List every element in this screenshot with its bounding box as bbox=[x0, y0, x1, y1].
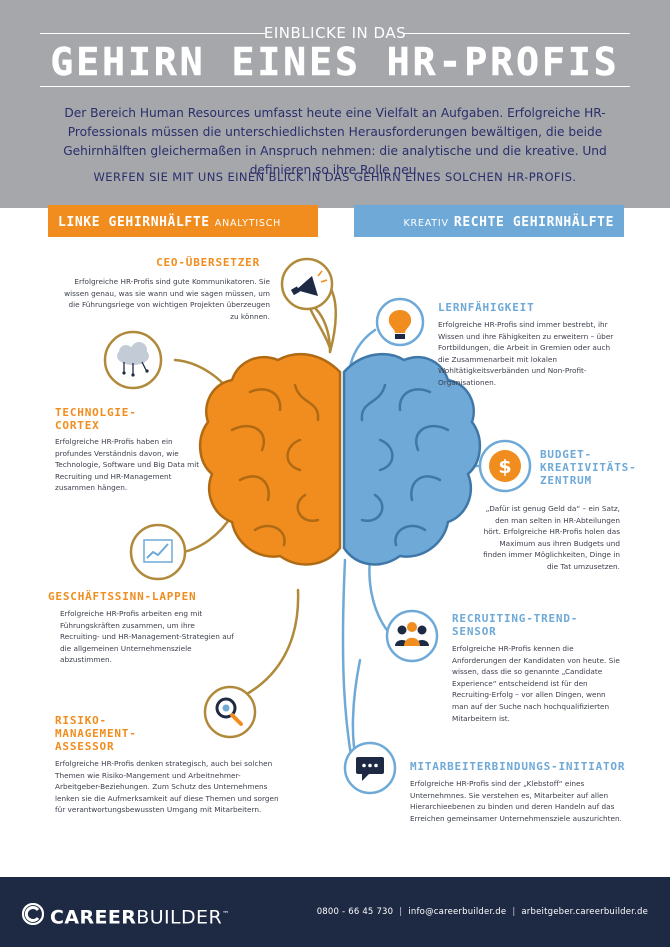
page-title: GEHIRN EINES HR-PROFIS bbox=[50, 40, 620, 85]
section-text-business: Erfolgreiche HR-Profis arbeiten eng mit … bbox=[60, 609, 234, 665]
left-hemisphere-banner: LINKE GEHIRNHÄLFTE ANALYTISCH bbox=[48, 205, 318, 237]
footer-separator: | bbox=[399, 907, 403, 917]
pre-title: EINBLICKE IN DAS bbox=[263, 24, 407, 42]
footer-bar: CAREERBUILDER™ 0800 - 66 45 730 | info@car… bbox=[0, 877, 670, 947]
connector-retention bbox=[341, 558, 354, 764]
section-text-risk: Erfolgreiche HR-Profis denken strategisc… bbox=[55, 759, 279, 815]
svg-text:$: $ bbox=[498, 456, 511, 478]
connector-risk bbox=[233, 588, 300, 702]
careerbuilder-logo[interactable]: CAREERBUILDER™ bbox=[50, 903, 229, 928]
section-text-recruiting: Erfolgreiche HR-Profis kennen die Anford… bbox=[452, 644, 620, 723]
right-hemisphere-banner: KREATIV RECHTE GEHIRNHÄLFTE bbox=[354, 205, 624, 237]
logo-light: BUILDER bbox=[136, 906, 223, 929]
megaphone-icon bbox=[280, 257, 334, 311]
left-hemisphere bbox=[199, 352, 342, 566]
people-group-icon bbox=[385, 609, 439, 663]
growth-chart-icon bbox=[129, 523, 187, 581]
brain-illustration: $ bbox=[103, 257, 532, 795]
section-title-recruiting: RECRUITING-TREND- SENSOR bbox=[452, 612, 642, 638]
section-title-tech-line1: TECHNOLGIE- bbox=[55, 406, 137, 419]
header-rule-bottom bbox=[40, 86, 630, 87]
footer-separator: | bbox=[512, 907, 516, 917]
section-title-recruiting-line1: RECRUITING-TREND- bbox=[452, 612, 579, 625]
header-rule-right bbox=[404, 33, 630, 34]
intro-text: Der Bereich Human Resources umfasst heut… bbox=[63, 106, 607, 177]
section-title-risk: RISIKO- MANAGEMENT- ASSESSOR bbox=[55, 714, 195, 753]
footer-contact: 0800 - 66 45 730 | info@careerbuilder.de | a… bbox=[317, 907, 648, 917]
magnifier-gear-icon bbox=[203, 685, 257, 739]
section-title-budget: BUDGET- KREATIVITÄTS- ZENTRUM bbox=[540, 448, 650, 487]
footer-email[interactable]: info@careerbuilder.de bbox=[408, 907, 507, 917]
section-title-tech-line2: CORTEX bbox=[55, 419, 100, 432]
cta-text: WERFEN SIE MIT UNS EINEN BLICK IN DAS GE… bbox=[93, 170, 577, 184]
section-title-business: GESCHÄFTSSINN-LAPPEN bbox=[48, 590, 197, 603]
section-title-budget-line3: ZENTRUM bbox=[540, 474, 592, 487]
section-title-risk-line3: ASSESSOR bbox=[55, 740, 115, 753]
section-text-tech: Erfolgreiche HR-Profis haben ein profund… bbox=[55, 437, 200, 493]
footer-website[interactable]: arbeitgeber.careerbuilder.de bbox=[521, 907, 648, 917]
section-title-budget-line1: BUDGET- bbox=[540, 448, 592, 461]
chat-bubble-icon bbox=[343, 741, 397, 795]
logo-bold: CAREER bbox=[50, 906, 137, 929]
section-title-retention: MITARBEITERBINDUNGS-INITIATOR bbox=[410, 760, 626, 773]
logo-trademark: ™ bbox=[222, 910, 230, 918]
section-text-budget: „Dafür ist genug Geld da“ – ein Satz, de… bbox=[483, 504, 620, 571]
left-banner-sub: ANALYTISCH bbox=[214, 218, 282, 229]
lightbulb-icon bbox=[375, 297, 425, 347]
section-title-tech: TECHNOLGIE- CORTEX bbox=[55, 406, 205, 432]
header-band: EINBLICKE IN DAS GEHIRN EINES HR-PROFIS … bbox=[0, 0, 670, 208]
section-title-risk-line1: RISIKO- bbox=[55, 714, 107, 727]
right-banner-title: RECHTE GEHIRNHÄLFTE bbox=[453, 215, 614, 230]
footer-phone[interactable]: 0800 - 66 45 730 bbox=[316, 907, 394, 917]
section-text-retention: Erfolgreiche HR-Profis sind der „Klebsto… bbox=[410, 779, 622, 823]
section-text-ceo: Erfolgreiche HR-Profis sind gute Kommuni… bbox=[64, 277, 270, 321]
header-rule-left bbox=[40, 33, 265, 34]
section-title-budget-line2: KREATIVITÄTS- bbox=[540, 461, 637, 474]
connector-business bbox=[176, 513, 234, 555]
section-title-recruiting-line2: SENSOR bbox=[452, 625, 497, 638]
section-title-risk-line2: MANAGEMENT- bbox=[55, 727, 137, 740]
section-title-learning: LERNFÄHIGKEIT bbox=[438, 301, 535, 314]
section-text-learning: Erfolgreiche HR-Profis sind immer bestre… bbox=[438, 320, 614, 387]
careerbuilder-logo-icon bbox=[22, 903, 44, 925]
right-hemisphere bbox=[342, 352, 481, 566]
left-banner-title: LINKE GEHIRNHÄLFTE bbox=[58, 215, 210, 230]
dollar-coin-icon: $ bbox=[478, 439, 532, 493]
cloud-network-icon bbox=[103, 330, 163, 390]
right-banner-sub: KREATIV bbox=[403, 218, 449, 229]
section-title-ceo: CEO-ÜBERSETZER bbox=[156, 256, 260, 269]
